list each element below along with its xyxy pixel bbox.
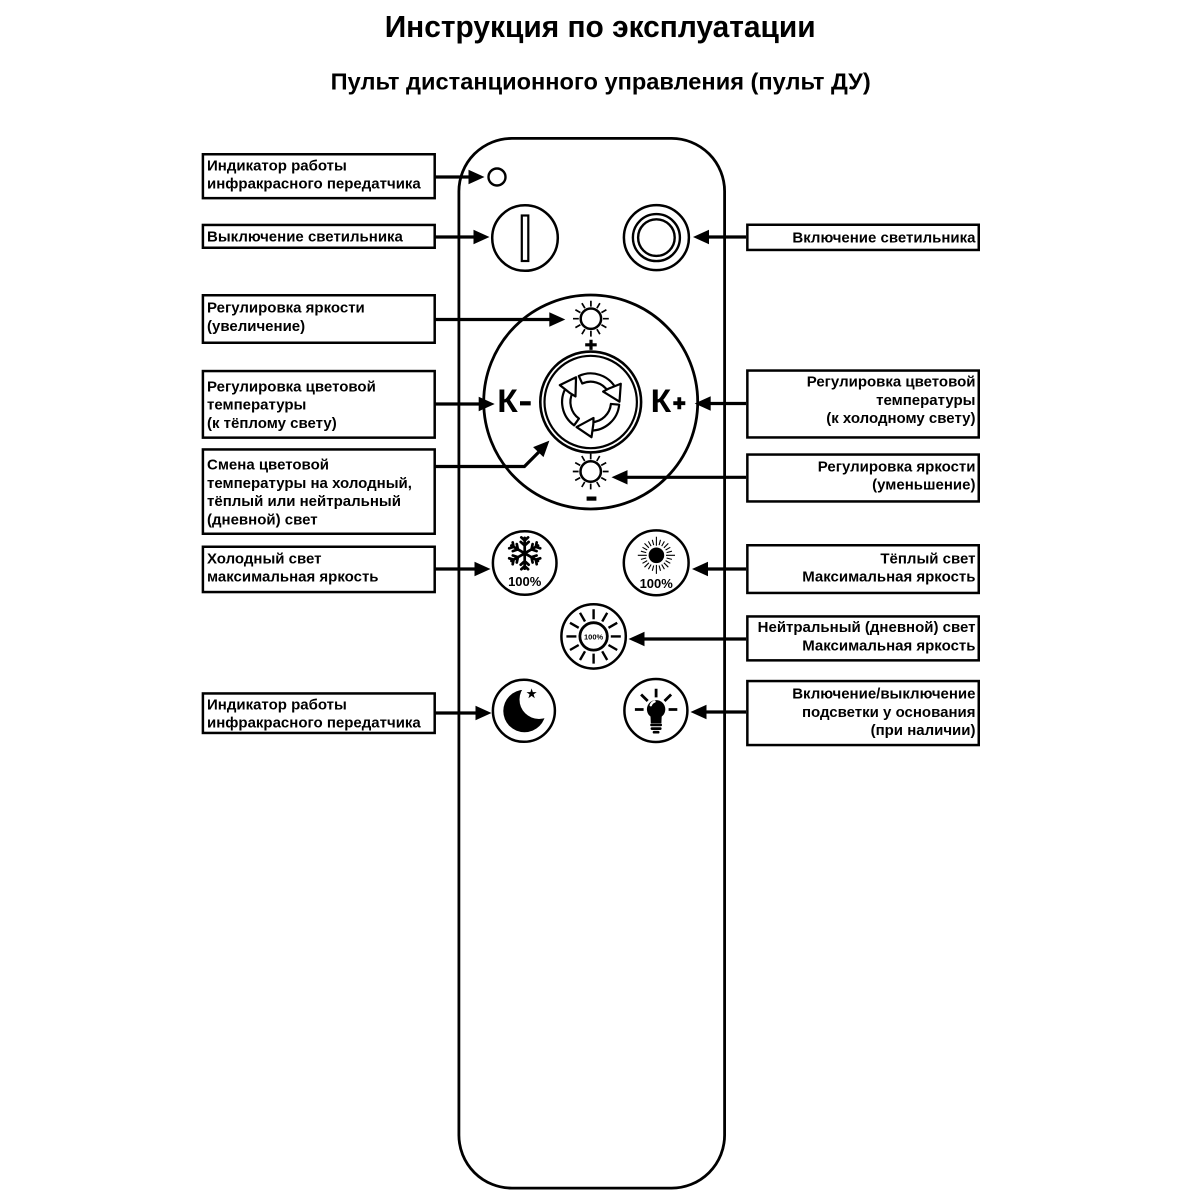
svg-text:(уменьшение): (уменьшение) — [872, 477, 975, 494]
svg-text:Индикатор работы: Индикатор работы — [207, 157, 347, 174]
svg-text:100%: 100% — [640, 576, 674, 591]
svg-text:Максимальная яркость: Максимальная яркость — [802, 637, 975, 654]
svg-text:К: К — [651, 383, 672, 419]
svg-text:(к холодному свету): (к холодному свету) — [826, 410, 975, 427]
svg-text:температуры на холодный,: температуры на холодный, — [207, 475, 412, 492]
svg-text:К: К — [497, 383, 518, 419]
svg-text:максимальная яркость: максимальная яркость — [207, 569, 379, 586]
svg-text:Индикатор работы: Индикатор работы — [207, 697, 347, 714]
svg-text:100%: 100% — [508, 574, 542, 589]
svg-text:температуры: температуры — [876, 392, 975, 409]
svg-text:инфракрасного передатчика: инфракрасного передатчика — [207, 176, 421, 193]
svg-text:инфракрасного передатчика: инфракрасного передатчика — [207, 715, 421, 732]
svg-text:температуры: температуры — [207, 397, 306, 414]
svg-text:Включение светильника: Включение светильника — [792, 230, 976, 247]
svg-text:(к тёплому свету): (к тёплому свету) — [207, 415, 337, 432]
svg-text:Регулировка яркости: Регулировка яркости — [207, 300, 365, 317]
svg-text:(дневной) свет: (дневной) свет — [207, 511, 318, 528]
svg-text:Пульт дистанционного управлени: Пульт дистанционного управления (пульт Д… — [331, 69, 871, 95]
svg-text:Регулировка яркости: Регулировка яркости — [818, 459, 976, 476]
svg-text:Тёплый свет: Тёплый свет — [880, 550, 975, 567]
svg-text:Выключение светильника: Выключение светильника — [207, 229, 404, 246]
svg-text:(при наличии): (при наличии) — [871, 722, 976, 739]
svg-text:Нейтральный (дневной) свет: Нейтральный (дневной) свет — [758, 619, 976, 636]
svg-text:тёплый или нейтральный: тёплый или нейтральный — [207, 493, 401, 510]
svg-text:100%: 100% — [584, 632, 604, 641]
svg-text:Регулировка цветовой: Регулировка цветовой — [207, 379, 376, 396]
svg-text:(увеличение): (увеличение) — [207, 318, 305, 335]
svg-text:Инструкция по эксплуатации: Инструкция по эксплуатации — [385, 9, 816, 44]
svg-text:Включение/выключение: Включение/выключение — [792, 686, 975, 703]
svg-text:Регулировка цветовой: Регулировка цветовой — [807, 374, 976, 391]
svg-text:Максимальная яркость: Максимальная яркость — [802, 569, 975, 586]
svg-text:подсветки у основания: подсветки у основания — [802, 704, 976, 721]
svg-text:Холодный свет: Холодный свет — [207, 551, 322, 568]
svg-text:Смена цветовой: Смена цветовой — [207, 457, 329, 474]
